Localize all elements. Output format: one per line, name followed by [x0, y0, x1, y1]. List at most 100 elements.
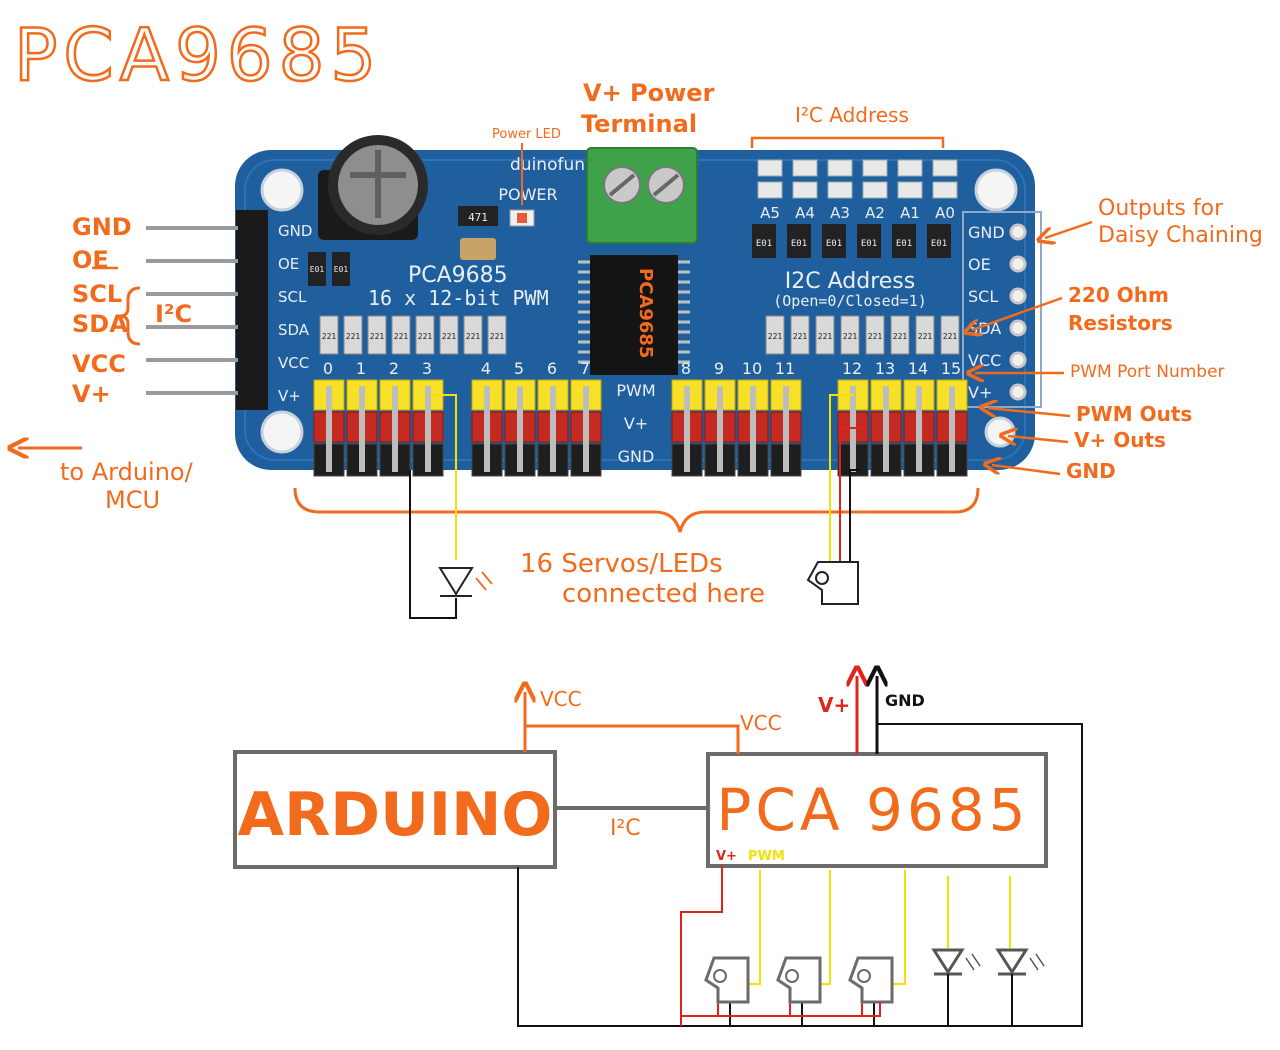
- servos-brace: [293, 487, 980, 533]
- servo-icon: [704, 956, 750, 1004]
- left-header-pin[interactable]: [146, 259, 238, 263]
- capacitor: [318, 135, 428, 240]
- outputs-label: Outputs for: [1098, 196, 1224, 221]
- address-resistor: [892, 224, 916, 258]
- board-subtitle: 16 x 12-bit PWM: [368, 286, 549, 310]
- resistor: [890, 315, 910, 355]
- left-header-pin[interactable]: [146, 226, 238, 230]
- address-resistor-code: E01: [861, 239, 877, 249]
- resistor: [940, 315, 960, 355]
- resistors-ohm-label: 220 Ohm: [1068, 283, 1169, 307]
- header-pin-metal: [392, 386, 398, 472]
- i2c-address-bracket: [750, 136, 945, 148]
- left-header-pins[interactable]: [146, 210, 268, 410]
- daisy-chain-hole: [1009, 383, 1027, 401]
- resistor: [391, 315, 411, 355]
- small-capacitor-code: E01: [310, 265, 325, 274]
- channel-number: 4: [481, 359, 491, 378]
- header-pin-metal: [326, 386, 332, 472]
- left-pin-annotation: VCC: [72, 350, 126, 378]
- connected-here-label: connected here: [562, 579, 765, 609]
- board-right-pin-label: SCL: [968, 287, 998, 306]
- resistor-code: 221: [818, 332, 833, 341]
- channel-number: 0: [323, 359, 333, 378]
- servo-symbol-icon: [806, 561, 859, 605]
- left-header-pin[interactable]: [146, 325, 238, 329]
- resistor-code: 221: [322, 332, 337, 341]
- servo-headers[interactable]: [313, 379, 968, 477]
- channel-number: 9: [714, 359, 724, 378]
- board-right-pin-label: GND: [968, 223, 1005, 242]
- mounting-hole: [260, 410, 304, 454]
- address-pin-label: A3: [830, 204, 850, 222]
- resistor-code: 221: [918, 332, 933, 341]
- resistor: [790, 315, 810, 355]
- daisy-chaining-label: Daisy Chaining: [1098, 223, 1263, 248]
- small-capacitor: [308, 252, 326, 286]
- address-pin-label: A4: [795, 204, 815, 222]
- i2c-brace-label: I²C: [155, 300, 192, 328]
- mounting-hole: [984, 416, 1016, 448]
- left-header-pin[interactable]: [146, 391, 238, 395]
- to-mcu-label: MCU: [105, 486, 160, 514]
- left-header-pin[interactable]: [146, 358, 238, 362]
- resistor-code: 221: [768, 332, 783, 341]
- small-capacitor-code: E01: [334, 265, 349, 274]
- small-capacitor: [332, 252, 350, 286]
- channel-number: 10: [742, 359, 762, 378]
- address-resistor: [752, 224, 776, 258]
- chip-marking: PCA9685: [635, 268, 656, 358]
- address-jumper-pad: [792, 159, 818, 177]
- channel-number: 11: [775, 359, 795, 378]
- board-right-pin-label: V+: [968, 383, 992, 402]
- address-resistor: [857, 224, 881, 258]
- address-pin-label: A1: [900, 204, 920, 222]
- resistor: [865, 315, 885, 355]
- vplus-outs-label: V+ Outs: [1074, 428, 1166, 452]
- left-header-pin[interactable]: [146, 292, 238, 296]
- resistor-code: 221: [346, 332, 361, 341]
- resistor: [487, 315, 507, 355]
- address-jumper-pad: [757, 181, 783, 199]
- small-resistor-code: 471: [468, 211, 488, 224]
- resistor: [439, 315, 459, 355]
- address-jumpers: [757, 159, 958, 199]
- vplus-power-label: V+ Power: [583, 79, 715, 107]
- resistor: [343, 315, 363, 355]
- header-pin-metal: [750, 386, 756, 472]
- mounting-hole: [974, 168, 1018, 212]
- header-pin-metal: [916, 386, 922, 472]
- address-jumper-pad: [897, 159, 923, 177]
- resistor: [415, 315, 435, 355]
- channel-number: 1: [356, 359, 366, 378]
- board-i2c-address-note: (Open=0/Closed=1): [773, 292, 927, 310]
- board-brand: duinofun: [510, 155, 585, 175]
- address-resistor: [787, 224, 811, 258]
- servos-label: 16 Servos/LEDs: [520, 549, 723, 579]
- servo-horn-icon: [857, 969, 871, 983]
- screw-terminal: [586, 147, 698, 244]
- resistor-code: 221: [370, 332, 385, 341]
- pwm-outs-label: PWM Outs: [1076, 402, 1192, 426]
- left-pin-annotation: SCL: [72, 280, 122, 308]
- i2c-address-label: I²C Address: [795, 103, 909, 127]
- channel-number: 7: [580, 359, 590, 378]
- gnd-label: GND: [885, 691, 925, 710]
- resistor-code: 221: [943, 332, 958, 341]
- resistor: [815, 315, 835, 355]
- resistor-code: 221: [793, 332, 808, 341]
- header-pin-metal: [949, 386, 955, 472]
- left-pin-annotation: GND: [72, 213, 132, 241]
- address-resistor-code: E01: [756, 239, 772, 249]
- schematic: ARDUINO PCA 9685 V+ PWM I²C VCC VCC V+ G…: [233, 676, 1083, 1027]
- left-header-body: [236, 210, 268, 410]
- board-left-pin-label: VCC: [278, 354, 309, 372]
- resistor: [915, 315, 935, 355]
- servo-horn-icon: [785, 969, 799, 983]
- channel-number: 14: [908, 359, 928, 378]
- pca9685-chip: PCA9685: [578, 255, 690, 375]
